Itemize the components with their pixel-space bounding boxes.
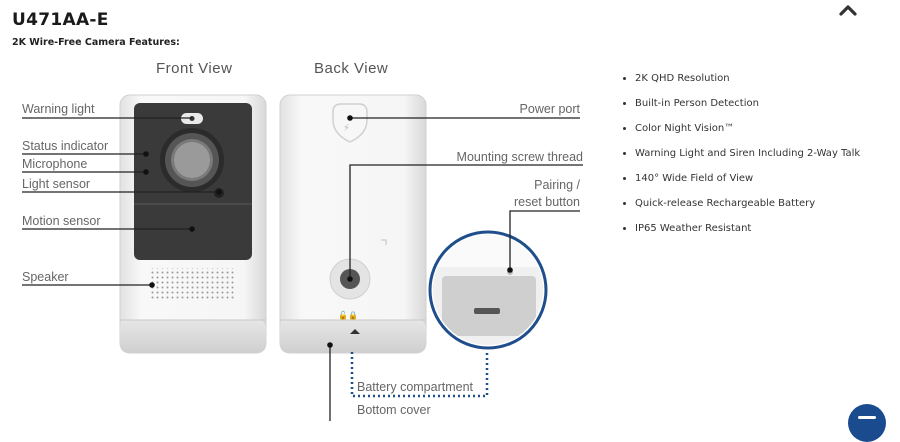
front-leader-lines bbox=[22, 117, 219, 286]
feature-item: IP65 Weather Resistant bbox=[635, 222, 895, 235]
features-list: 2K QHD Resolution Built-in Person Detect… bbox=[621, 72, 895, 247]
label-status-indicator: Status indicator bbox=[22, 139, 108, 153]
product-title: U471AA-E bbox=[12, 10, 109, 30]
feature-item: 2K QHD Resolution bbox=[635, 72, 895, 85]
speaker-grille bbox=[150, 268, 236, 300]
features-subtitle: 2K Wire-Free Camera Features: bbox=[12, 37, 180, 48]
label-motion-sensor: Motion sensor bbox=[22, 214, 101, 228]
chat-icon bbox=[858, 416, 876, 419]
label-microphone: Microphone bbox=[22, 157, 87, 171]
usb-icon: ⚡ bbox=[343, 123, 350, 134]
feature-item: Warning Light and Siren Including 2-Way … bbox=[635, 147, 895, 160]
feature-item: 140° Wide Field of View bbox=[635, 172, 895, 185]
label-light-sensor: Light sensor bbox=[22, 177, 90, 191]
camera-diagram: ⚡ 🔓🔒 bbox=[22, 94, 584, 421]
chat-button[interactable] bbox=[848, 404, 886, 442]
back-leader-dots bbox=[327, 115, 513, 348]
label-warning-light: Warning light bbox=[22, 102, 95, 116]
feature-item: Built-in Person Detection bbox=[635, 97, 895, 110]
back-leader-lines bbox=[329, 117, 583, 421]
label-power-port: Power port bbox=[520, 102, 581, 116]
feature-item: Color Night Vision™ bbox=[635, 122, 895, 135]
lock-icons: 🔓🔒 bbox=[338, 310, 358, 320]
label-speaker: Speaker bbox=[22, 270, 69, 284]
chevron-up-icon bbox=[839, 5, 857, 16]
front-view-label: Front View bbox=[156, 60, 233, 77]
feature-item: Quick-release Rechargeable Battery bbox=[635, 197, 895, 210]
battery-bracket bbox=[350, 352, 489, 398]
label-bottom-cover: Bottom cover bbox=[357, 403, 431, 417]
front-camera bbox=[119, 94, 267, 354]
camera-lens bbox=[174, 142, 210, 178]
power-port-cover bbox=[332, 103, 368, 143]
front-leader-dots bbox=[143, 151, 222, 288]
back-camera: ⚡ 🔓🔒 bbox=[279, 94, 427, 354]
release-arrow-icon bbox=[350, 329, 360, 334]
collapse-button[interactable] bbox=[833, 0, 863, 20]
back-view-label: Back View bbox=[314, 60, 389, 77]
label-pairing-line1: Pairing / bbox=[534, 178, 580, 192]
label-mounting-thread: Mounting screw thread bbox=[457, 150, 584, 164]
label-battery-compartment: Battery compartment bbox=[357, 380, 474, 394]
label-pairing-line2: reset button bbox=[514, 195, 580, 209]
battery-zoom-view bbox=[428, 230, 548, 350]
